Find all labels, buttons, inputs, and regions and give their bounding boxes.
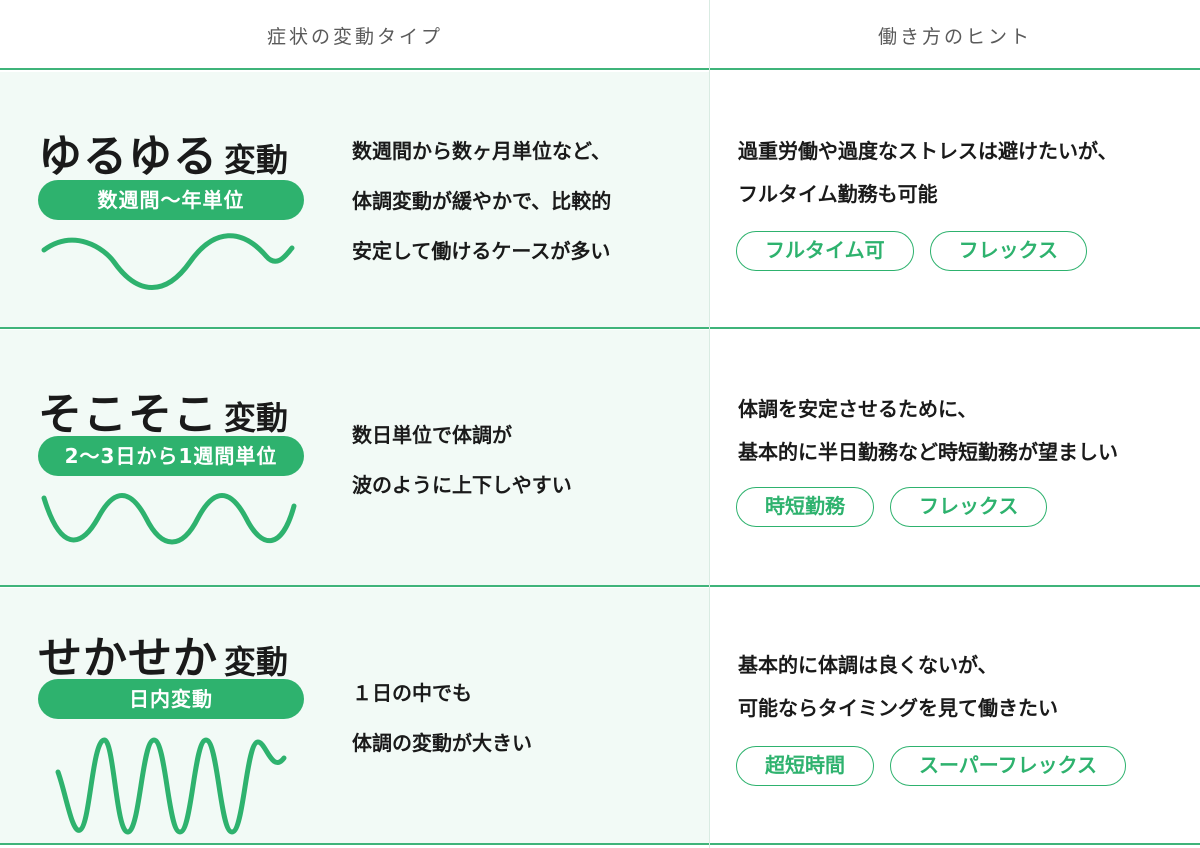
header-work-hint: 働き方のヒント	[877, 26, 1032, 48]
tag-ultra-short: 超短時間	[736, 746, 874, 786]
header-symptom-type: 症状の変動タイプ	[266, 26, 443, 48]
fast-wave-icon	[55, 737, 287, 835]
medium-wave-icon	[41, 493, 297, 545]
type-title-main: そこそこ	[38, 389, 218, 440]
type-title: そこそこ変動	[38, 378, 288, 442]
type-title-suffix: 変動	[224, 141, 289, 179]
tag-flex: フレックス	[890, 487, 1048, 527]
column-divider	[709, 0, 710, 848]
slow-wave-icon	[41, 233, 295, 290]
work-style-tags: 時短勤務 フレックス	[736, 487, 1048, 527]
table-header: 症状の変動タイプ 働き方のヒント	[0, 0, 1200, 70]
work-hint-text: 過重労働や過度なストレスは避けたいが、 フルタイム勤務も可能	[738, 139, 1118, 206]
type-title: せかせか変動	[38, 622, 288, 686]
period-badge: 日内変動	[38, 679, 304, 719]
table-row-sokosoko: そこそこ変動 2〜3日から1週間単位 数日単位で体調が 波のように上下しやすい …	[0, 330, 1200, 587]
type-description: 数日単位で体調が 波のように上下しやすい	[352, 423, 572, 497]
work-style-tags: フルタイム可 フレックス	[736, 231, 1088, 271]
tag-super-flex: スーパーフレックス	[890, 746, 1126, 786]
tag-full-time: フルタイム可	[736, 231, 914, 271]
type-title-main: せかせか	[38, 633, 218, 684]
type-title: ゆるゆる変動	[38, 120, 288, 184]
tag-flex: フレックス	[929, 231, 1088, 271]
work-hint-text: 基本的に体調は良くないが、 可能ならタイミングを見て働きたい	[738, 653, 1058, 720]
period-badge: 数週間〜年単位	[38, 180, 304, 220]
type-description: １日の中でも 体調の変動が大きい	[352, 681, 532, 755]
period-badge: 2〜3日から1週間単位	[38, 436, 304, 476]
tag-short-time: 時短勤務	[736, 487, 874, 527]
type-description: 数週間から数ヶ月単位など、 体調変動が緩やかで、比較的 安定して働けるケースが多…	[352, 139, 612, 263]
work-hint-text: 体調を安定させるために、 基本的に半日勤務など時短勤務が望ましい	[738, 397, 1118, 464]
type-title-main: ゆるゆる	[38, 131, 218, 182]
work-style-tags: 超短時間 スーパーフレックス	[736, 746, 1126, 786]
table-row-yuruyuru: ゆるゆる変動 数週間〜年単位 数週間から数ヶ月単位など、 体調変動が緩やかで、比…	[0, 72, 1200, 329]
table-row-sekaseka: せかせか変動 日内変動 １日の中でも 体調の変動が大きい 基本的に体調は良くない…	[0, 588, 1200, 845]
type-title-suffix: 変動	[224, 399, 289, 437]
type-title-suffix: 変動	[224, 643, 289, 681]
